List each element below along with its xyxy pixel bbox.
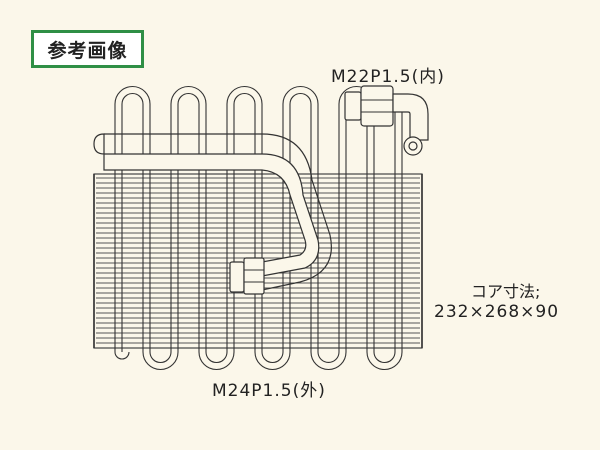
tube-bottom-bend bbox=[366, 351, 403, 371]
bottom-fitting-label: M24P1.5(外) bbox=[212, 381, 326, 401]
tube-bottom-bend bbox=[114, 351, 130, 360]
reference-image-label: 参考画像 bbox=[47, 39, 128, 62]
core-size-title: コア寸法; bbox=[471, 282, 541, 301]
tube-top-bend bbox=[226, 85, 263, 105]
tube-bottom-bend bbox=[149, 351, 172, 363]
tube-bottom-bend bbox=[373, 351, 396, 363]
inlet-pipe bbox=[93, 133, 332, 291]
lower-fitting bbox=[229, 257, 265, 295]
serpentine-tubes bbox=[114, 85, 403, 371]
core-size-dimensions: 232×268×90 bbox=[434, 302, 560, 322]
tube-top-bend bbox=[114, 85, 151, 105]
tube-top-bend bbox=[282, 85, 319, 105]
tube-top-bend bbox=[121, 93, 144, 105]
tube-top-bend bbox=[289, 93, 312, 105]
tube-bottom-bend bbox=[142, 351, 179, 371]
tube-bottom-bend bbox=[310, 351, 347, 371]
top-fitting-label: M22P1.5(内) bbox=[331, 67, 445, 87]
tube-top-bend bbox=[233, 93, 256, 105]
tube-bottom-bend bbox=[198, 351, 235, 371]
tube-bottom-bend bbox=[261, 351, 284, 363]
upper-fitting bbox=[344, 85, 429, 156]
tube-bottom-bend bbox=[317, 351, 340, 363]
tube-bottom-bend bbox=[254, 351, 291, 371]
tube-bottom-bend bbox=[205, 351, 228, 363]
reference-image-badge: 参考画像 bbox=[31, 30, 144, 68]
tube-top-bend bbox=[170, 85, 207, 105]
tube-top-bend bbox=[177, 93, 200, 105]
